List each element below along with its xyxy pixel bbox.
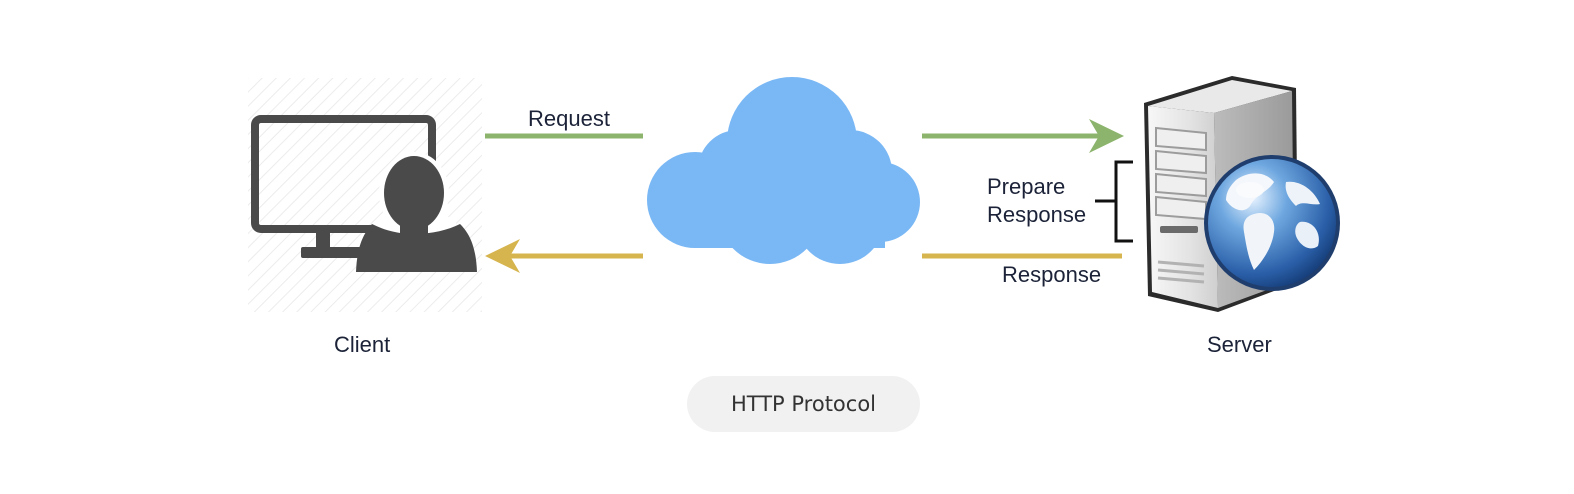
server-label: Server bbox=[1207, 332, 1272, 357]
protocol-badge: HTTP Protocol bbox=[687, 376, 920, 432]
request-label: Request bbox=[528, 106, 610, 131]
globe-icon bbox=[1204, 155, 1340, 291]
response-arrow bbox=[485, 239, 1122, 273]
response-label: Response bbox=[1002, 262, 1102, 287]
prepare-response-label: Prepare Response bbox=[987, 174, 1087, 227]
request-arrow bbox=[485, 119, 1124, 153]
prepare-bracket bbox=[1095, 160, 1133, 243]
client-label: Client bbox=[334, 332, 391, 357]
cloud-icon bbox=[647, 77, 920, 264]
client-icon bbox=[248, 78, 482, 312]
